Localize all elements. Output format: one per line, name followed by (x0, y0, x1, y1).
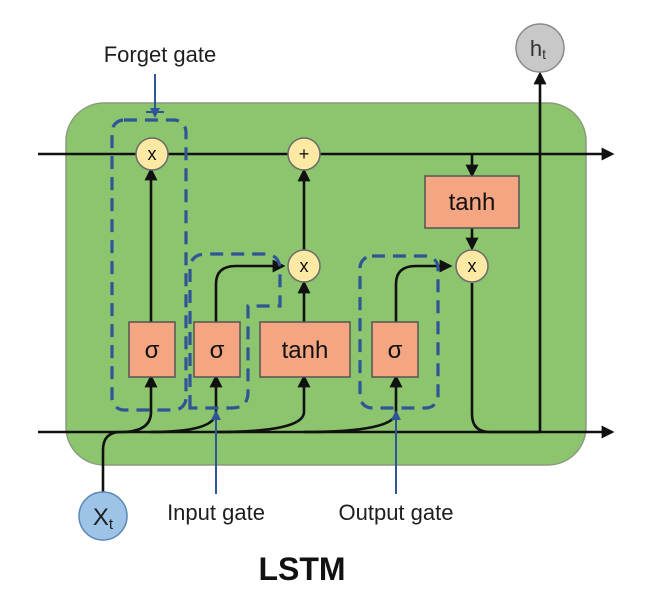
output-gate-outline (358, 254, 440, 410)
diagram-title: LSTM (258, 551, 345, 587)
output-gate-label: Output gate (339, 500, 454, 525)
svg-text:Xt: Xt (93, 504, 114, 533)
input-gate-outline (188, 252, 282, 410)
sigma-output-box: σ (371, 321, 419, 378)
xt-main: X (93, 504, 109, 531)
forget-gate-outline (110, 118, 188, 412)
tanh-cell-box: tanh (424, 175, 520, 229)
xt-input-node: Xt (78, 491, 128, 541)
xt-input-wire (101, 430, 122, 492)
svg-text:x: x (148, 144, 157, 164)
svg-text:ht: ht (530, 36, 546, 62)
forget-gate-label: Forget gate (104, 42, 217, 67)
svg-text:σ: σ (145, 337, 160, 364)
output-to-hidden (470, 283, 540, 434)
svg-text:σ: σ (388, 337, 403, 364)
input-gate-label: Input gate (167, 500, 265, 525)
tanh-candidate-box: tanh (259, 321, 351, 378)
svg-text:σ: σ (210, 337, 225, 364)
sigma-input-box: σ (193, 321, 241, 378)
ht-sub: t (542, 46, 546, 62)
svg-text:+: + (299, 144, 310, 164)
sigma-forget-box: σ (128, 321, 176, 378)
svg-text:tanh: tanh (449, 189, 496, 216)
svg-text:x: x (300, 256, 309, 276)
xt-sub: t (109, 516, 114, 533)
add-cell-operator: + (287, 137, 321, 171)
output-to-multiply (394, 259, 453, 322)
tanh-candidate-input (215, 374, 311, 434)
multiply-forget-operator: x (135, 137, 169, 171)
svg-text:tanh: tanh (282, 337, 329, 364)
ht-main: h (530, 36, 542, 61)
multiply-output-operator: x (455, 249, 489, 283)
ht-output-node: ht (515, 23, 565, 73)
svg-text:x: x (468, 256, 477, 276)
multiply-input-operator: x (287, 249, 321, 283)
sigma-forget-input (120, 374, 158, 434)
input-to-multiply (214, 259, 286, 322)
